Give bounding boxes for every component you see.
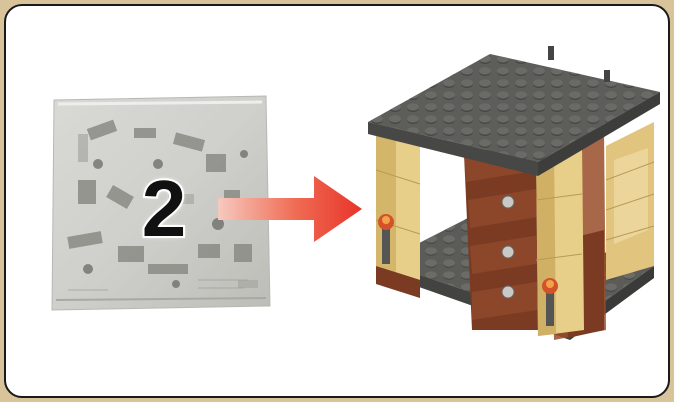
instruction-step-panel: 2	[4, 4, 670, 398]
brick-model-illustration	[368, 46, 660, 340]
step-number: 2	[140, 162, 189, 255]
arrow-right-icon	[218, 176, 362, 242]
